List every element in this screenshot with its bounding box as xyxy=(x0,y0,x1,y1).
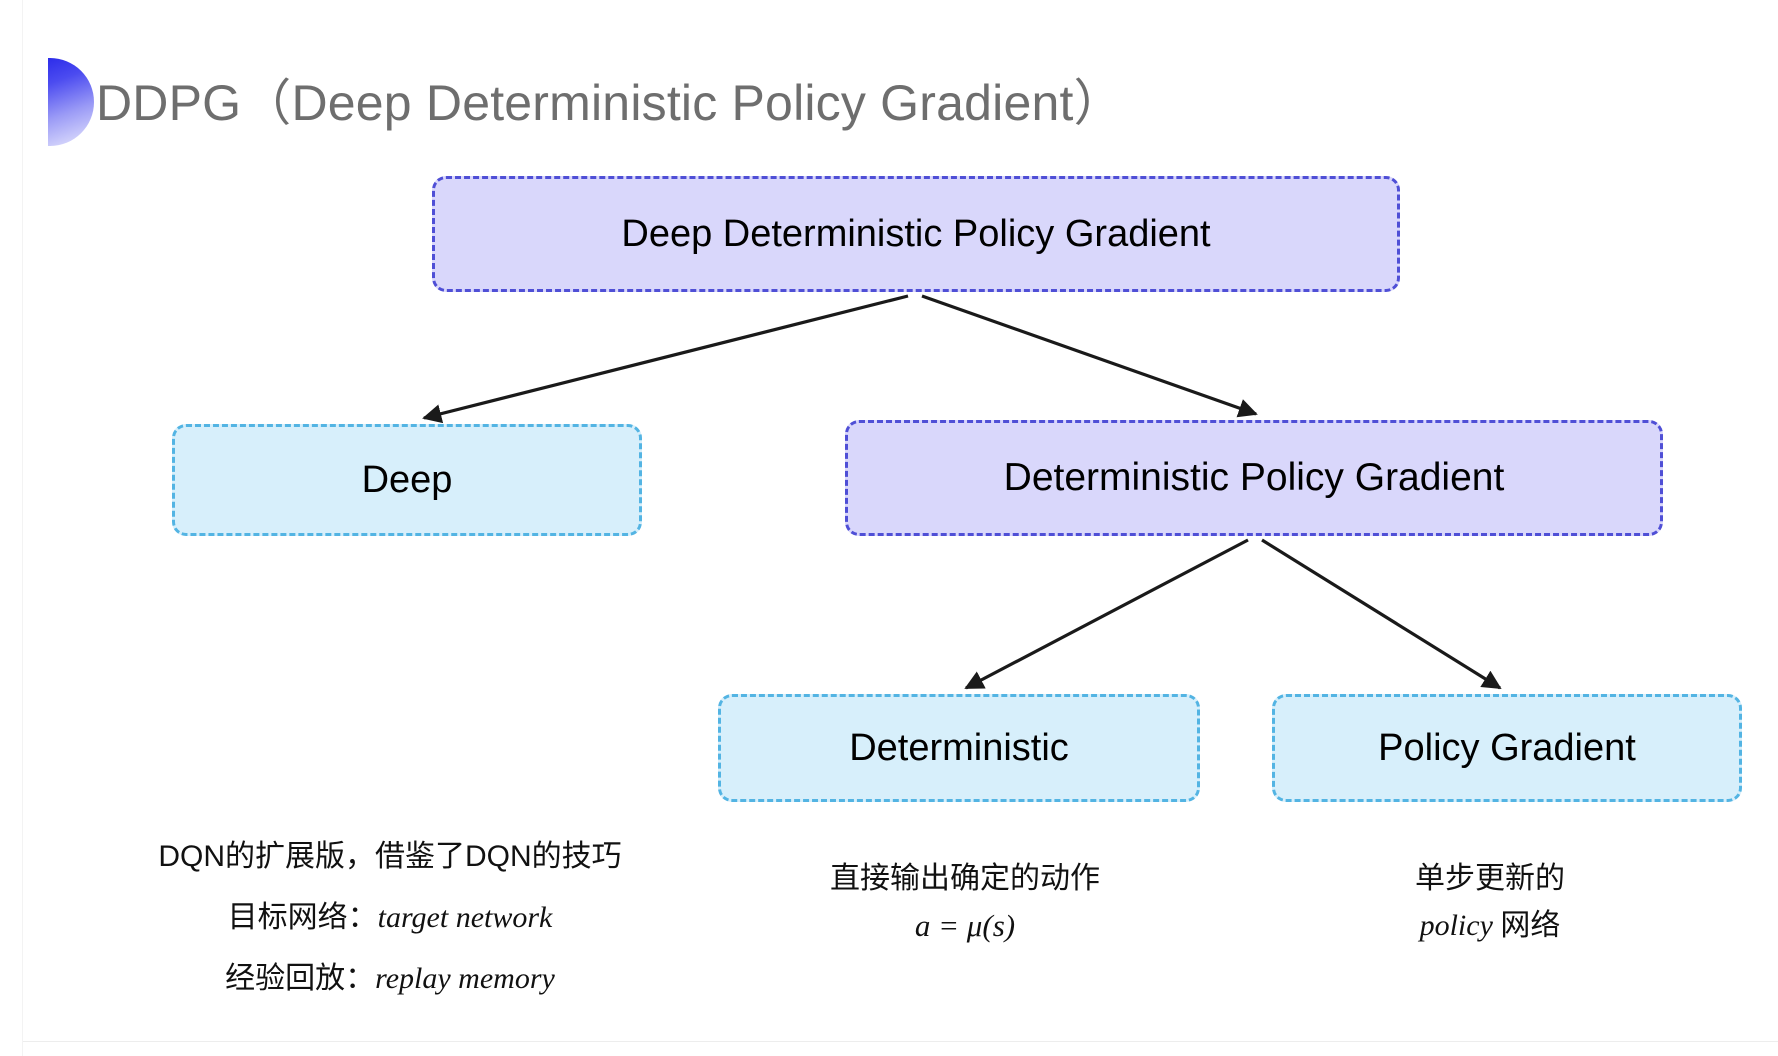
annotation-deep-line2-term: target network xyxy=(377,901,553,934)
edge-root-to-dpg xyxy=(921,294,1258,418)
node-deep[interactable]: Deep xyxy=(172,424,642,536)
annotation-deterministic: 直接输出确定的动作 a = μ(s) xyxy=(770,855,1160,949)
slide-bottom-edge xyxy=(0,1041,1778,1056)
node-deterministic[interactable]: Deterministic xyxy=(718,694,1200,802)
node-deterministic-policy-gradient[interactable]: Deterministic Policy Gradient xyxy=(845,420,1663,536)
annotation-deep-line2-label: 目标网络： xyxy=(227,901,378,934)
page-title: DDPG（Deep Deterministic Policy Gradient） xyxy=(96,75,1124,131)
annotation-deep-line3-term: replay memory xyxy=(375,962,555,995)
annotation-deep-line2: 目标网络：target network xyxy=(110,887,670,948)
annotation-policy-gradient: 单步更新的 policy 网络 xyxy=(1330,855,1650,949)
slide-left-edge xyxy=(0,0,23,1056)
annotation-policy-gradient-line1: 单步更新的 xyxy=(1415,862,1565,895)
annotation-policy-gradient-term: policy xyxy=(1419,909,1501,942)
node-policy-gradient[interactable]: Policy Gradient xyxy=(1272,694,1742,802)
edge-dpg-to-pg xyxy=(1261,538,1502,690)
annotation-policy-gradient-line2: policy 网络 xyxy=(1330,902,1650,949)
edge-root-to-deep xyxy=(422,294,909,424)
annotation-deep-line1: DQN的扩展版，借鉴了DQN的技巧 xyxy=(158,840,622,873)
annotation-deterministic-formula: a = μ(s) xyxy=(914,908,1016,943)
annotation-policy-gradient-suffix: 网络 xyxy=(1500,909,1561,942)
annotation-deterministic-line1: 直接输出确定的动作 xyxy=(830,862,1100,895)
edge-dpg-to-det xyxy=(964,538,1249,690)
annotation-deep-line3-label: 经验回放： xyxy=(225,962,376,995)
annotation-deep-line3: 经验回放：replay memory xyxy=(110,948,670,1009)
title-decoration-mask xyxy=(26,58,48,146)
annotation-deep: DQN的扩展版，借鉴了DQN的技巧 目标网络：target network 经验… xyxy=(110,826,670,1009)
node-deep-deterministic-policy-gradient[interactable]: Deep Deterministic Policy Gradient xyxy=(432,176,1400,292)
